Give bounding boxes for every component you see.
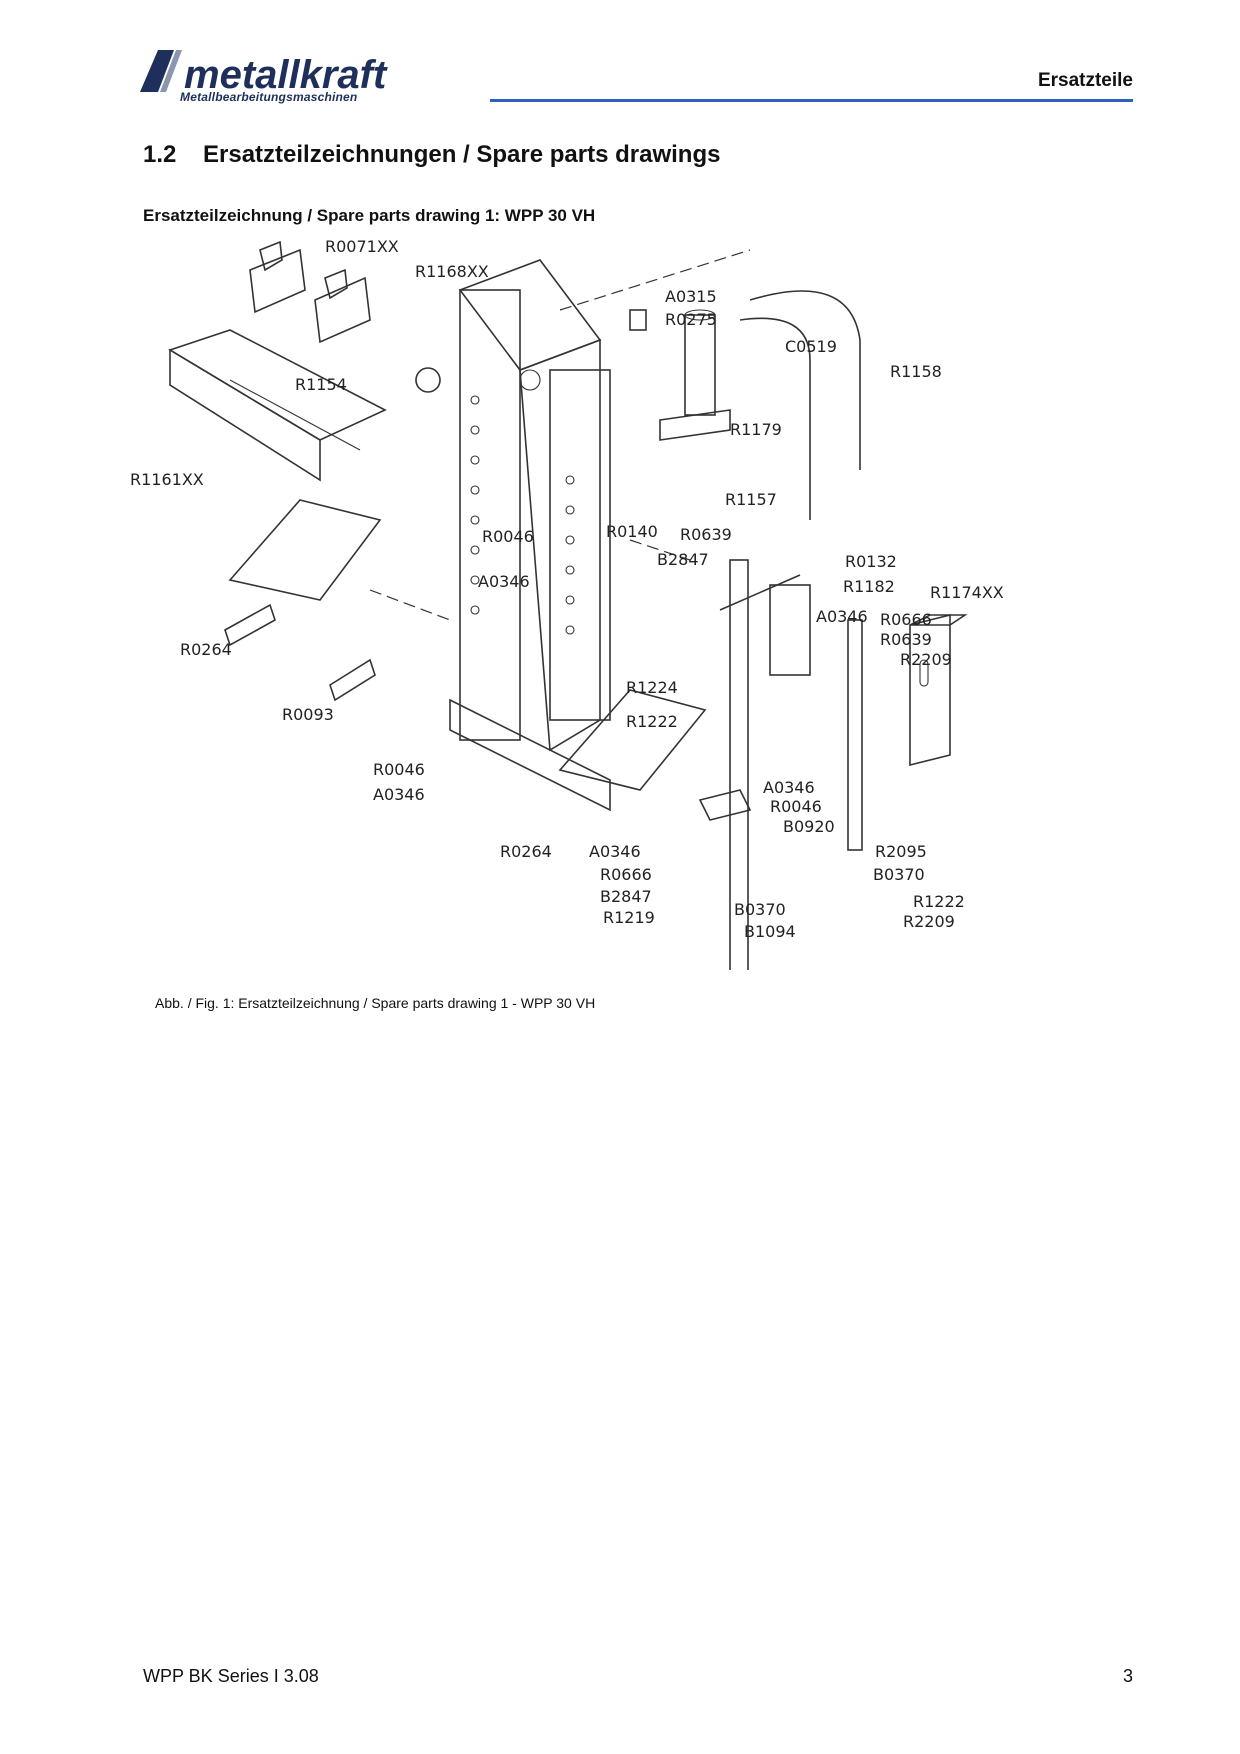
label-b0370-right: B0370 [873,865,925,884]
section-title-text: Ersatzteilzeichnungen / Spare parts draw… [203,141,721,168]
label-r1182: R1182 [843,577,895,596]
pressure-gauge-icon [415,367,441,393]
label-r2209-bottom: R2209 [903,912,955,931]
section-heading: 1.2 Ersatzteilzeichnungen / Spare parts d… [143,141,720,169]
label-r0046-left: R0046 [373,760,425,779]
label-r2209-top: R2209 [900,650,952,669]
label-r0666-top: R0666 [880,610,932,629]
label-r1222-mid: R1222 [626,712,678,731]
header-section-title: Ersatzteile [1037,70,1133,91]
label-r1219: R1219 [603,908,655,927]
label-r0264-left: R0264 [180,640,232,659]
label-a0315: A0315 [665,287,717,306]
label-r0140: R0140 [606,522,658,541]
label-a0346-left: A0346 [373,785,425,804]
label-b1094: B1094 [744,922,796,941]
label-r1224: R1224 [626,678,678,697]
label-r0275: R0275 [665,310,717,329]
pedal-part [698,789,752,821]
v-block-parts [249,240,371,344]
cover-part-r1174xx [909,613,968,767]
label-r1154: R1154 [295,375,347,394]
logo-wordmark: metallkraft [184,53,388,97]
label-r0639-top: R0639 [680,525,732,544]
logo-mark-icon [140,50,174,92]
label-r0666-bottom: R0666 [600,865,652,884]
figure-caption: Abb. / Fig. 1: Ersatzteilzeichnung / Spa… [155,995,596,1011]
label-b0370-bottom: B0370 [734,900,786,919]
logo-subtitle: Metallbearbeitungsmaschinen [180,90,358,104]
label-r1222-bottom: R1222 [913,892,965,911]
label-r0071xx: R0071XX [325,237,399,256]
label-r1158: R1158 [890,362,942,381]
hose-r1158 [749,290,861,470]
label-b2847-bottom: B2847 [600,887,652,906]
hose-r1157 [739,317,811,520]
label-c0519: C0519 [785,337,837,356]
frame-holes [470,395,575,635]
label-r0264-bottom: R0264 [500,842,552,861]
label-r1161xx: R1161XX [130,470,204,489]
label-r0093: R0093 [282,705,334,724]
metallkraft-logo: metallkraft [140,44,470,110]
foot-support-left [228,499,382,601]
label-r0132: R0132 [845,552,897,571]
label-r0046-right: R0046 [770,797,822,816]
pins-rods [224,603,376,702]
label-r1168xx: R1168XX [415,262,489,281]
press-frame [449,259,611,812]
foot-support-right [558,689,707,791]
spare-parts-drawing: R0071XX R1168XX A0315 R0275 C0519 R1158 … [130,237,1004,970]
label-r0046-top: R0046 [482,527,534,546]
work-table-part [168,329,387,482]
section-number: 1.2 [143,141,177,168]
drawing-heading: Ersatzteilzeichnung / Spare parts drawin… [143,206,596,225]
label-b2847-top: B2847 [657,550,709,569]
label-a0346-mid: A0346 [816,607,868,626]
pump-unit [719,559,863,970]
header-divider [490,99,1133,102]
label-r1157: R1157 [725,490,777,509]
label-r2095: R2095 [875,842,927,861]
label-r1179: R1179 [730,420,782,439]
footer-document-id: WPP BK Series I 3.08 [143,1666,319,1686]
part-labels: R0071XX R1168XX A0315 R0275 C0519 R1158 … [130,237,1004,941]
cylinder-part [629,309,731,441]
label-b0920: B0920 [783,817,835,836]
label-a0346-top: A0346 [478,572,530,591]
label-a0346-right: A0346 [763,778,815,797]
footer-page-number: 3 [1122,1666,1133,1686]
label-r0639-right: R0639 [880,630,932,649]
label-a0346-bottom: A0346 [589,842,641,861]
label-r1174xx: R1174XX [930,583,1004,602]
